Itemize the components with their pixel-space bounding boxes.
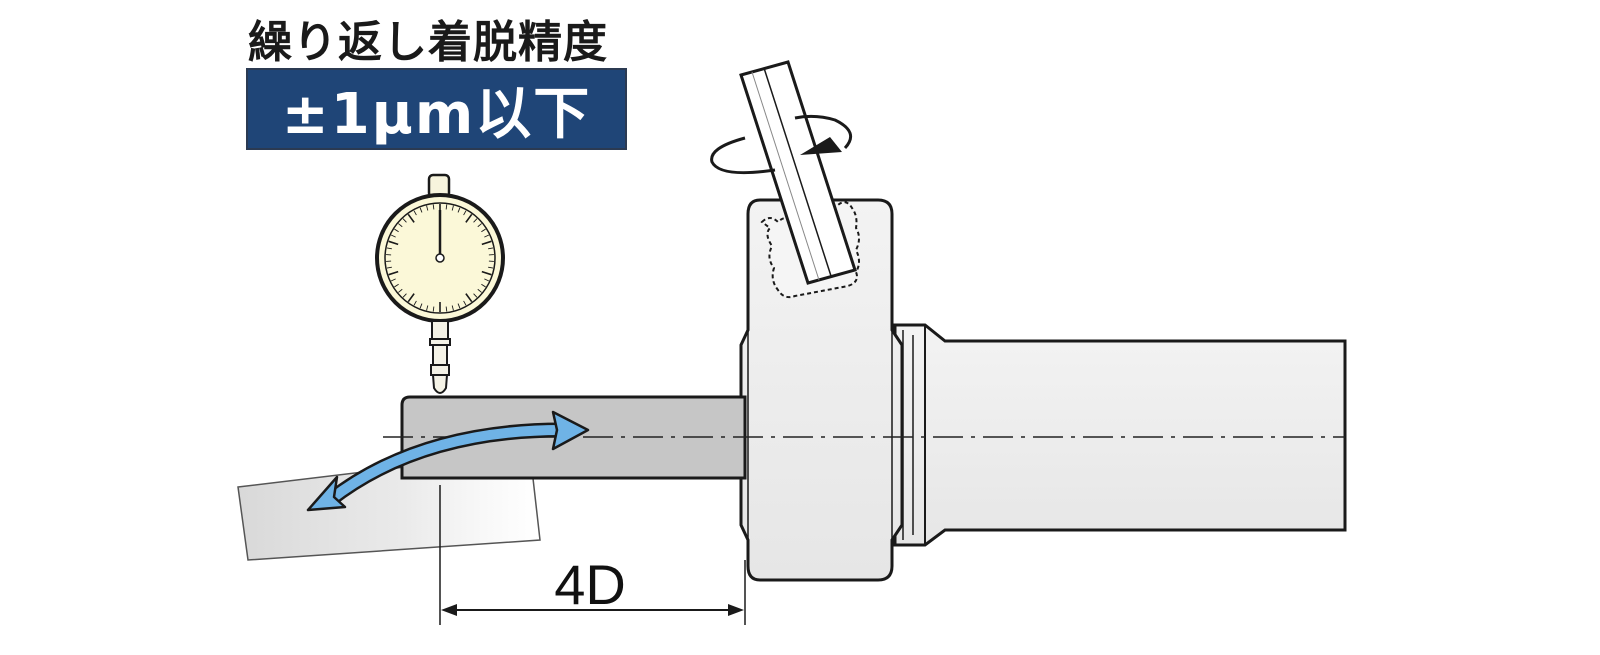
gauge-tick xyxy=(432,204,435,210)
gauge-tick xyxy=(445,306,448,312)
gauge-tick xyxy=(477,223,482,228)
gauge-tick xyxy=(413,300,417,306)
rotation-arrow-icon xyxy=(710,114,853,175)
gauge-tick xyxy=(402,293,407,298)
gauge-tick xyxy=(390,278,396,282)
gauge-tick xyxy=(473,293,478,298)
gauge-tick xyxy=(394,228,399,233)
hex-wrench-icon xyxy=(739,60,857,285)
gauge-tick xyxy=(388,240,399,246)
gauge-tick xyxy=(457,303,461,309)
accuracy-badge: ±1μm以下 xyxy=(246,68,627,150)
gauge-tick xyxy=(386,266,392,269)
gauge-tick xyxy=(481,228,486,233)
gauge-tick xyxy=(413,210,417,216)
gauge-tick xyxy=(481,283,486,288)
gauge-tick xyxy=(463,300,467,306)
gauge-tick xyxy=(407,293,415,303)
accuracy-value: ±1μm以下 xyxy=(281,81,592,147)
gauge-tick xyxy=(398,288,403,293)
gauge-tick xyxy=(419,207,423,213)
gauge-tick xyxy=(394,283,399,288)
page-title: 繰り返し着脱精度 xyxy=(248,17,608,68)
holder-shank xyxy=(893,323,1347,547)
gauge-tick xyxy=(473,218,478,223)
gauge-tick xyxy=(484,234,490,238)
gauge-tick xyxy=(402,218,407,223)
gauge-tick xyxy=(419,303,423,309)
gauge-tick xyxy=(451,305,454,311)
swing-arrow-icon xyxy=(306,410,590,512)
gauge-tick xyxy=(390,234,396,238)
gauge-tick xyxy=(484,278,490,282)
gauge-tick xyxy=(432,306,435,312)
gauge-tick xyxy=(457,207,461,213)
dimension-4d xyxy=(439,485,746,625)
gauge-tick xyxy=(465,293,473,303)
gauge-tick xyxy=(488,266,494,269)
dial-indicator-icon xyxy=(375,173,505,394)
gauge-tick xyxy=(477,288,482,293)
gauge-tick xyxy=(451,205,454,211)
gauge-tick xyxy=(388,270,399,276)
gauge-tick xyxy=(445,204,448,210)
gauge-tick xyxy=(386,247,392,250)
gauge-tick xyxy=(465,213,473,223)
gauge-tick xyxy=(463,210,467,216)
gauge-tick xyxy=(481,240,492,246)
gauge-tick xyxy=(426,205,429,211)
gauge-tick xyxy=(398,223,403,228)
gauge-tick xyxy=(488,247,494,250)
gauge-tick xyxy=(407,213,415,223)
dimension-label: 4D xyxy=(554,553,626,616)
gauge-tick xyxy=(426,305,429,311)
gauge-tick xyxy=(481,270,492,276)
